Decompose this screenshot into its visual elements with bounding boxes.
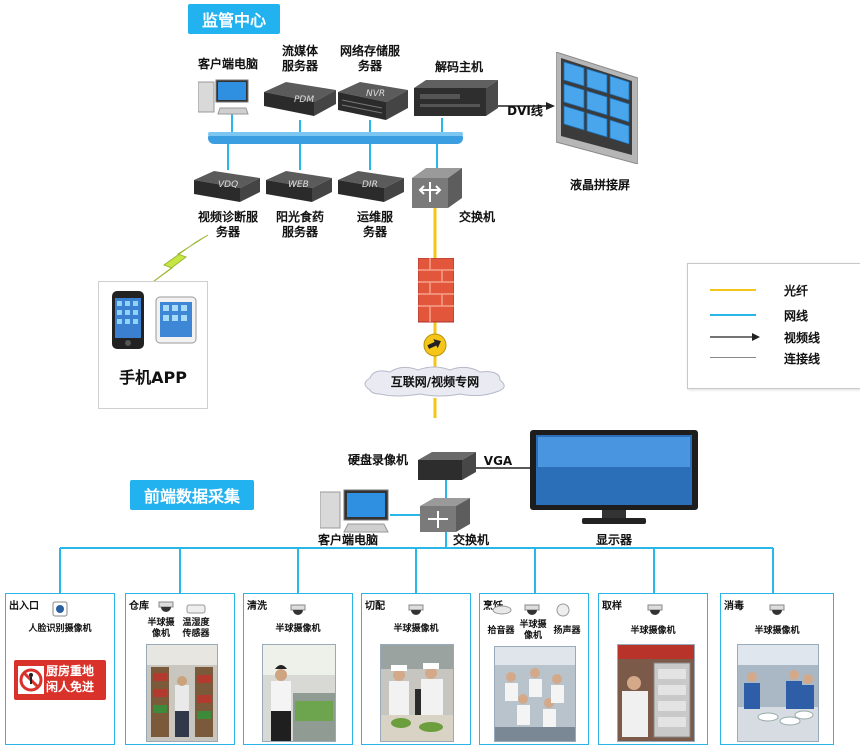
zone-device-label: 人脸识别摄像机 (28, 624, 92, 634)
zone-title: 仓库 (129, 601, 149, 612)
zone-device-label-2: 半球摄 像机 (519, 620, 547, 641)
zone-panel-sampling: 取样 半球摄像机 (598, 593, 708, 745)
zone-device-label: 半球摄 像机 (147, 618, 175, 639)
zone-device-label: 拾音器 (487, 626, 515, 636)
cleaning-photo (262, 644, 336, 742)
streaming-server-icon: PDM (264, 82, 336, 116)
legend-item-cable: 网线 (688, 305, 860, 325)
no-entry-icon (18, 666, 44, 694)
dome-camera-icon (290, 604, 306, 615)
sign-line-2: 闲人免进 (46, 680, 95, 694)
cooking-photo (494, 646, 576, 742)
internet-cloud-icon (364, 366, 505, 397)
decoder-icon (414, 80, 498, 116)
zone-panel-warehouse: 仓库 半球摄 像机 温湿度 传感器 (125, 593, 235, 745)
vga-label: VGA (483, 454, 513, 468)
video-diagnosis-server-label: 视频诊断服 务器 (197, 210, 258, 239)
streaming-server-tag: PDM (294, 95, 314, 105)
zone-device-label-3: 扬声器 (553, 626, 581, 636)
front-switch-label: 交换机 (452, 533, 489, 547)
network-storage-server-label: 网络存储服 务器 (339, 44, 400, 73)
dome-camera-icon (408, 604, 424, 615)
lcd-video-wall-icon (556, 52, 638, 164)
wireless-signal-icon (141, 234, 209, 291)
sunshine-food-server-tag: WEB (288, 180, 309, 190)
legend-item-video-line: 视频线 (688, 327, 860, 347)
mobile-app-box: 手机APP (98, 281, 208, 409)
network-storage-server-icon: NVR (338, 82, 408, 120)
client-pc-label: 客户端电脑 (197, 57, 258, 71)
zone-device-label: 半球摄像机 (275, 624, 321, 634)
mobile-app-label: 手机APP (119, 368, 187, 387)
section-title-monitoring-center: 监管中心 (188, 4, 281, 34)
zone-panel-cleaning: 清洗 半球摄像机 (243, 593, 353, 745)
network-storage-server-tag: NVR (366, 89, 385, 99)
zone-title: 清洗 (247, 601, 267, 612)
client-pc-icon (198, 79, 249, 115)
sampling-photo (617, 644, 695, 742)
video-diagnosis-server-icon: VDQ (194, 171, 260, 202)
pickup-icon (492, 605, 512, 615)
core-switch-label: 交换机 (458, 210, 495, 224)
dvi-line-label: DVI线 (507, 104, 543, 118)
speaker-icon (556, 603, 570, 617)
face-camera-icon (52, 601, 68, 617)
legend-item-fiber: 光纤 (688, 280, 860, 300)
core-switch-icon (412, 168, 462, 208)
warehouse-photo (146, 644, 218, 742)
zone-title: 消毒 (724, 601, 744, 612)
legend: 光纤 网线 视频线 连接线 (687, 263, 860, 389)
zone-panel-entrance: 出入口 人脸识别摄像机 厨房重地 闲人免进 (5, 593, 115, 745)
lcd-video-wall-label: 液晶拼接屏 (569, 178, 630, 192)
dome-camera-icon (647, 604, 663, 615)
zone-title: 取样 (602, 601, 622, 612)
restricted-area-sign: 厨房重地 闲人免进 (14, 660, 106, 700)
cutting-photo (380, 644, 454, 742)
smartphone-icon (112, 291, 144, 349)
tablet-icon (155, 296, 197, 344)
zone-title: 出入口 (9, 601, 39, 612)
front-client-pc-label: 客户端电脑 (317, 533, 378, 547)
zone-device-label-2: 温湿度 传感器 (182, 618, 210, 639)
video-diagnosis-server-tag: VDQ (218, 180, 238, 190)
monitor-label: 显示器 (595, 533, 632, 547)
legend-item-connection-line: 连接线 (688, 348, 860, 368)
disinfection-photo (737, 644, 819, 742)
sunshine-food-server-icon: WEB (266, 171, 332, 202)
zone-device-label: 半球摄像机 (393, 624, 439, 634)
decoder-label: 解码主机 (434, 60, 483, 74)
front-switch-icon (420, 498, 470, 532)
sign-line-1: 厨房重地 (46, 664, 95, 678)
dome-camera-icon (524, 604, 540, 615)
zone-title: 切配 (365, 601, 385, 612)
zone-panel-cooking: 烹饪 拾音器 半球摄 像机 扬声器 (479, 593, 589, 745)
internet-cloud-label: 互联网/视频专网 (390, 375, 480, 389)
firewall-icon (418, 258, 454, 323)
zone-title: 烹饪 (483, 601, 503, 612)
dvr-icon (418, 452, 476, 480)
arrow-icon (710, 333, 760, 341)
front-client-pc-icon (320, 489, 389, 533)
streaming-server-label: 流媒体 服务器 (281, 44, 318, 73)
operations-server-icon: DIR (338, 171, 404, 202)
zone-device-label: 半球摄像机 (754, 626, 800, 636)
zone-panel-cutting: 切配 半球摄像机 (361, 593, 471, 745)
dome-camera-icon (158, 601, 174, 612)
humidity-sensor-icon (186, 604, 206, 614)
zone-panel-disinfection: 消毒 半球摄像机 (720, 593, 834, 745)
section-title-front-end: 前端数据采集 (130, 480, 255, 510)
operations-server-tag: DIR (362, 180, 378, 190)
zone-device-label: 半球摄像机 (630, 626, 676, 636)
dvr-label: 硬盘录像机 (347, 453, 408, 467)
dome-camera-icon (769, 604, 785, 615)
monitor-icon (530, 430, 698, 524)
router-icon (423, 333, 447, 357)
operations-server-label: 运维服 务器 (356, 210, 393, 239)
sunshine-food-server-label: 阳光食药 服务器 (275, 210, 324, 239)
